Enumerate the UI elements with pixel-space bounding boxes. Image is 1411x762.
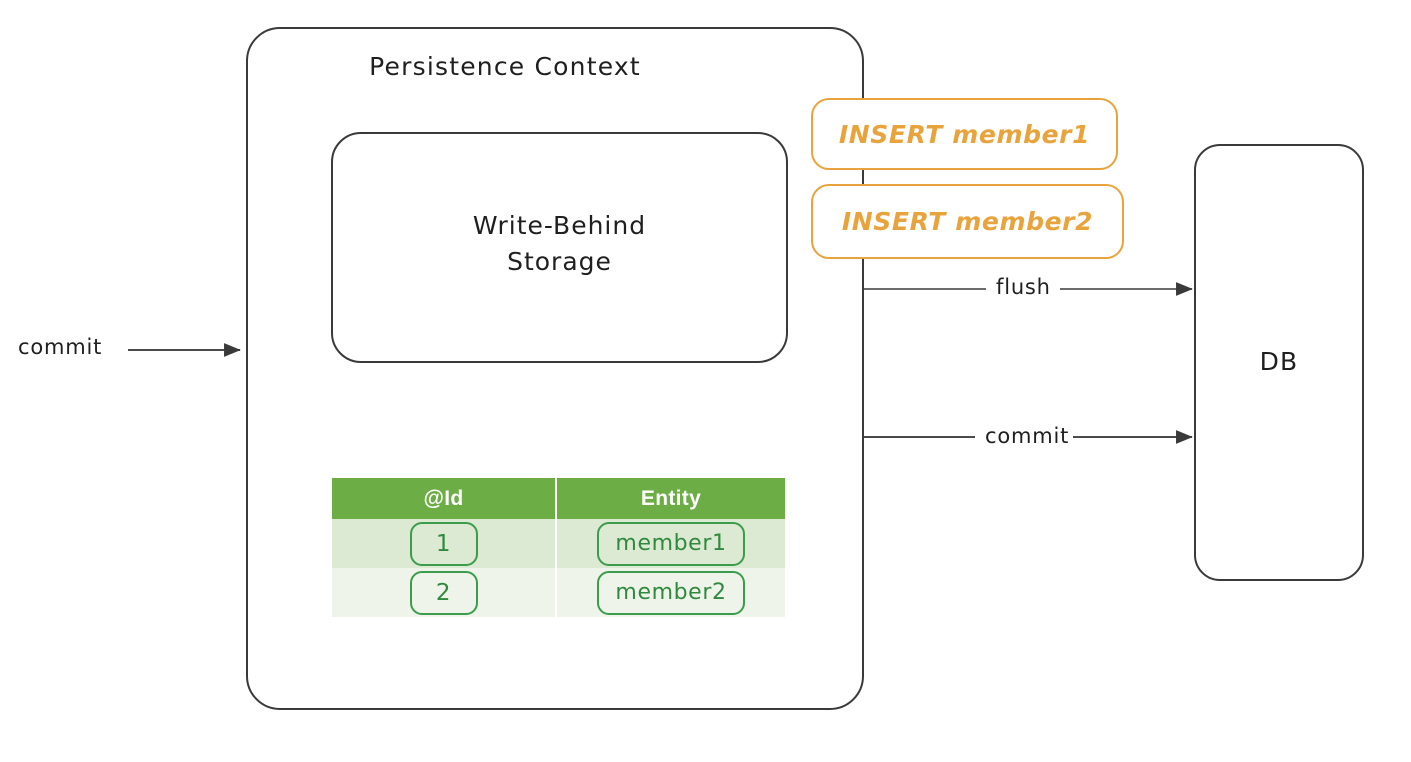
write-behind-storage-box — [331, 132, 788, 363]
table-row: 2 member2 — [332, 568, 785, 617]
sql-statement-box-2[interactable]: INSERT member2 — [811, 184, 1124, 259]
database-box — [1194, 144, 1364, 581]
arrow-label-flush: flush — [992, 275, 1055, 299]
persistence-context-box — [246, 27, 864, 710]
sql-statement-label-1: INSERT member1 — [838, 119, 1091, 149]
write-behind-line-1: Write-Behind — [472, 211, 647, 240]
id-pill: 2 — [409, 570, 478, 615]
arrow-label-commit-in: commit — [18, 335, 103, 359]
table-header-row: @Id Entity — [332, 478, 785, 519]
table-cell-entity: member2 — [556, 568, 785, 617]
entity-pill: member2 — [597, 570, 745, 615]
table-header-id: @Id — [332, 478, 557, 519]
arrow-label-commit-out: commit — [981, 424, 1074, 448]
table-cell-entity: member1 — [556, 519, 785, 568]
table-cell-id: 1 — [332, 519, 557, 568]
id-pill: 1 — [409, 521, 478, 566]
entity-pill: member1 — [597, 521, 745, 566]
sql-statement-box-1[interactable]: INSERT member1 — [811, 98, 1118, 170]
sql-statement-label-2: INSERT member2 — [841, 207, 1094, 236]
write-behind-line-2: Storage — [507, 247, 612, 276]
table-header-entity: Entity — [556, 478, 785, 519]
table-row: 1 member1 — [332, 519, 785, 568]
table-cell-id: 2 — [332, 568, 557, 617]
entity-table: @Id Entity 1 member1 2 member2 — [332, 478, 785, 617]
persistence-context-title: Persistence Context — [369, 52, 641, 81]
database-title: DB — [1259, 347, 1299, 376]
